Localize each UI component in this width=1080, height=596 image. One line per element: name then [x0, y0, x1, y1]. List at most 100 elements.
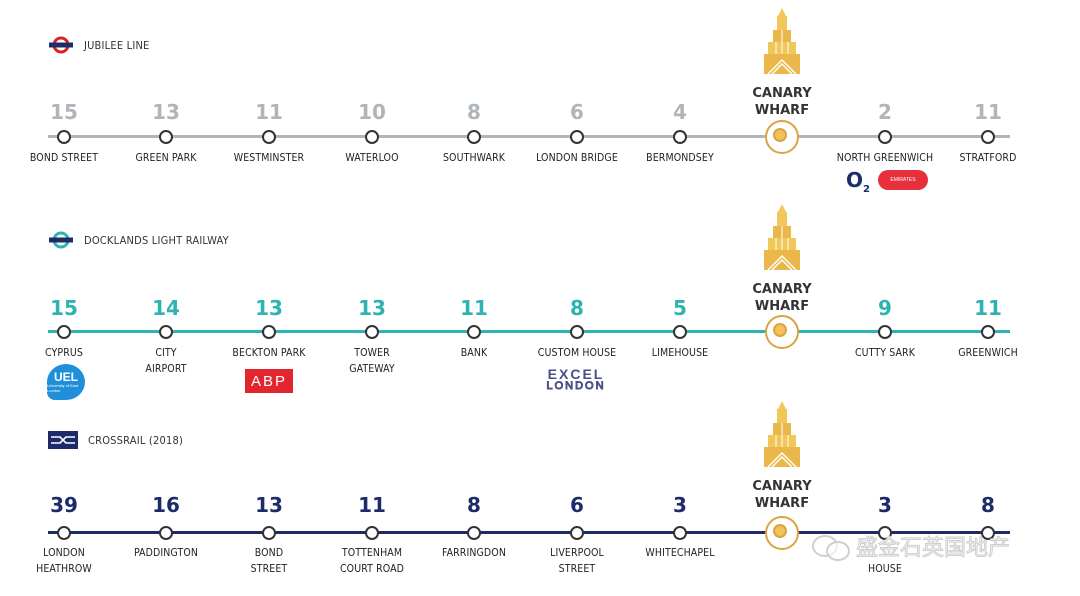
station-name: CYPRUS — [45, 347, 83, 359]
dlr-line-header: DOCKLANDS LIGHT RAILWAY — [48, 231, 229, 249]
travel-minutes: 4 — [673, 100, 687, 124]
station-marker — [981, 130, 995, 144]
canary-wharf-label: CANARY WHARF — [752, 479, 812, 511]
travel-minutes: 16 — [152, 493, 180, 517]
london-underground-roundel-icon — [49, 36, 73, 54]
station-name: TOWER GATEWAY — [349, 347, 395, 375]
canary-wharf-tower-icon — [764, 401, 800, 467]
jubilee-line-header: JUBILEE LINE — [48, 36, 150, 54]
station-name: HOUSE — [868, 563, 902, 575]
station-marker — [365, 130, 379, 144]
travel-minutes: 13 — [358, 296, 386, 320]
travel-minutes: 8 — [467, 100, 481, 124]
canary-wharf-label: CANARY WHARF — [752, 282, 812, 314]
national-rail-icon — [48, 431, 78, 449]
station-marker — [467, 325, 481, 339]
station-marker — [878, 130, 892, 144]
abp-logo: ABP — [245, 369, 293, 393]
jubilee-track — [48, 135, 1010, 138]
station-marker — [570, 325, 584, 339]
travel-minutes: 11 — [460, 296, 488, 320]
station-name: BOND STREET — [29, 152, 99, 164]
canary-wharf-station-marker — [765, 120, 799, 154]
station-name: WATERLOO — [345, 152, 399, 164]
station-marker — [159, 325, 173, 339]
travel-minutes: 11 — [974, 296, 1002, 320]
station-marker — [365, 325, 379, 339]
station-name: WHITECHAPEL — [645, 547, 715, 559]
station-marker — [262, 130, 276, 144]
watermark-text: 盛金石英国地产 — [855, 536, 1011, 562]
canary-wharf-tower-icon — [764, 204, 800, 270]
dlr-line-title: DOCKLANDS LIGHT RAILWAY — [84, 233, 229, 247]
jubilee-line-title: JUBILEE LINE — [84, 38, 150, 52]
crossrail-track — [48, 531, 1010, 534]
travel-minutes: 8 — [467, 493, 481, 517]
station-name: SOUTHWARK — [442, 152, 506, 164]
o2-logo: O2 — [846, 168, 870, 195]
station-marker — [673, 325, 687, 339]
travel-minutes: 13 — [255, 296, 283, 320]
travel-minutes: 10 — [358, 100, 386, 124]
travel-minutes: 5 — [673, 296, 687, 320]
crossrail-line-title: CROSSRAIL (2018) — [88, 433, 184, 447]
station-marker — [159, 130, 173, 144]
canary-wharf-label: CANARY WHARF — [752, 86, 812, 118]
travel-minutes: 6 — [570, 100, 584, 124]
station-marker — [673, 526, 687, 540]
station-name: WESTMINSTER — [233, 152, 305, 164]
emirates-air-line-logo: EMIRATES — [878, 170, 928, 190]
station-marker — [467, 130, 481, 144]
travel-minutes: 13 — [152, 100, 180, 124]
station-marker — [570, 526, 584, 540]
wechat-icon — [812, 533, 850, 561]
station-marker — [878, 325, 892, 339]
travel-minutes: 14 — [152, 296, 180, 320]
travel-minutes: 9 — [878, 296, 892, 320]
station-name: PADDINGTON — [133, 547, 199, 559]
station-marker — [878, 526, 892, 540]
travel-minutes: 13 — [255, 493, 283, 517]
station-name: LIMEHOUSE — [651, 347, 709, 359]
station-name: BECKTON PARK — [232, 347, 306, 359]
travel-minutes: 11 — [358, 493, 386, 517]
excel-london-logo: EXCEL LONDON — [546, 366, 606, 393]
station-name: CUTTY SARK — [854, 347, 916, 359]
station-marker — [365, 526, 379, 540]
travel-minutes: 11 — [255, 100, 283, 124]
station-marker — [262, 526, 276, 540]
station-name: NORTH GREENWICH — [836, 152, 934, 164]
station-name: GREENWICH — [958, 347, 1018, 359]
station-marker — [981, 526, 995, 540]
station-name: GREEN PARK — [135, 152, 197, 164]
station-marker — [57, 130, 71, 144]
station-marker — [570, 130, 584, 144]
station-name: LIVERPOOL STREET — [550, 547, 604, 575]
station-name: BERMONDSEY — [646, 152, 714, 164]
station-name: TOTTENHAM COURT ROAD — [339, 547, 405, 575]
canary-wharf-tower-icon — [764, 8, 800, 74]
station-marker — [262, 325, 276, 339]
travel-minutes: 15 — [50, 100, 78, 124]
station-name: LONDON BRIDGE — [536, 152, 618, 164]
crossrail-line-header: CROSSRAIL (2018) — [48, 431, 183, 449]
travel-minutes: 8 — [570, 296, 584, 320]
travel-minutes: 3 — [878, 493, 892, 517]
station-name: LONDON HEATHROW — [36, 547, 92, 575]
station-name: FARRINGDON — [442, 547, 506, 559]
station-name: CITY AIRPORT — [145, 347, 187, 375]
station-name: BANK — [460, 347, 488, 359]
travel-minutes: 3 — [673, 493, 687, 517]
station-marker — [981, 325, 995, 339]
station-marker — [467, 526, 481, 540]
station-marker — [57, 526, 71, 540]
travel-minutes: 2 — [878, 100, 892, 124]
travel-minutes: 39 — [50, 493, 78, 517]
station-marker — [673, 130, 687, 144]
canary-wharf-station-marker — [765, 516, 799, 550]
station-name: CUSTOM HOUSE — [537, 347, 617, 359]
canary-wharf-station-marker — [765, 315, 799, 349]
station-name: STRATFORD — [959, 152, 1017, 164]
travel-minutes: 11 — [974, 100, 1002, 124]
